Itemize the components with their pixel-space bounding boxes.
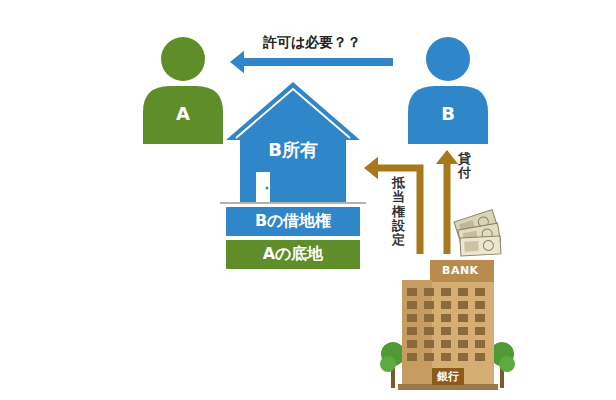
person-figure: B bbox=[405, 34, 491, 144]
person-label: B bbox=[441, 103, 455, 124]
house-building: B所有 bbox=[226, 80, 360, 202]
arrow-head bbox=[364, 157, 378, 179]
person-shape bbox=[140, 34, 226, 144]
ground-line bbox=[220, 202, 366, 204]
right-label: Bの借地権 bbox=[255, 211, 331, 232]
person-label: A bbox=[176, 103, 190, 124]
edge-label: 貸付 bbox=[458, 152, 471, 181]
arrow-head bbox=[436, 150, 458, 164]
bank-building: BANK 銀行 bbox=[380, 258, 515, 392]
right-label: Aの底地 bbox=[263, 244, 323, 265]
owner-label: B所有 bbox=[268, 138, 318, 162]
edge-label: 許可は必要？？ bbox=[260, 34, 364, 52]
edge-label: 抵当権設定 bbox=[392, 176, 405, 247]
connector-arrow bbox=[230, 51, 393, 73]
person-figure: A bbox=[140, 34, 226, 144]
money-stack bbox=[454, 210, 501, 256]
land-band: Bの借地権 bbox=[226, 207, 360, 236]
arrow-head bbox=[230, 51, 244, 73]
bank-name-sign: 銀行 bbox=[432, 368, 464, 385]
land-band: Aの底地 bbox=[226, 240, 360, 269]
connector-arrow bbox=[436, 150, 458, 254]
bank-sign: BANK bbox=[442, 264, 479, 277]
person-shape bbox=[405, 34, 491, 144]
connector-arrow bbox=[364, 157, 420, 254]
